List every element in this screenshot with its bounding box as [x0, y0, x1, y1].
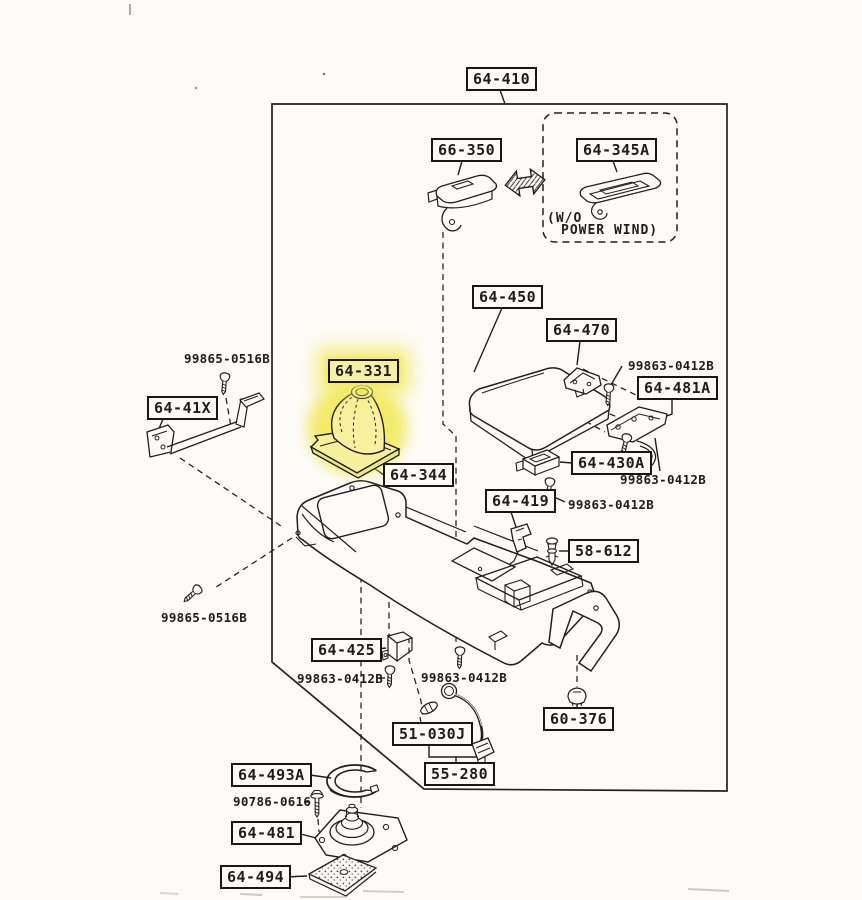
frame-border: [271, 89, 728, 792]
fastener-label-99863-0412b-5: 99863-0412B: [421, 670, 508, 685]
shifter-base-64-481-drawing: [314, 803, 408, 863]
fastener-label-90786-0616: 90786-0616: [233, 794, 312, 809]
bracket-64-41x-drawing: [146, 392, 265, 458]
fastener-label-99865-0516b-1: 99865-0516B: [184, 351, 271, 366]
part-label-64-344: 64-344: [383, 463, 455, 487]
part-label-64-345a: 64-345A: [576, 138, 657, 162]
shift-boot-64-331-drawing: [309, 384, 401, 479]
latch-64-345a-drawing: [579, 172, 662, 220]
part-label-51-030j: 51-030J: [392, 722, 473, 746]
insulator-pad-64-494-drawing: [307, 854, 378, 897]
clip-64-419-drawing: [509, 523, 532, 565]
fastener-label-99863-0412b-4: 99863-0412B: [297, 671, 384, 686]
part-label-64-425: 64-425: [311, 638, 383, 662]
part-label-64-493a: 64-493A: [231, 763, 312, 787]
part-label-64-494: 64-494: [220, 865, 292, 889]
part-label-64-419: 64-419: [485, 489, 557, 513]
option-dashed-box: [542, 112, 678, 243]
latch-64-430a-drawing: [515, 449, 561, 477]
snap-ring-64-493a-drawing: [326, 764, 380, 798]
console-body-drawing: [295, 479, 620, 673]
part-label-60-376: 60-376: [543, 707, 615, 731]
scan-artifacts: [129, 4, 730, 898]
part-label-64-331-highlighted: 64-331: [328, 359, 400, 383]
part-label-64-470: 64-470: [546, 318, 618, 342]
screw-icon: [453, 646, 466, 670]
fastener-label-99865-0516b-2: 99865-0516B: [161, 610, 248, 625]
option-note-line1: (W/O: [547, 211, 583, 226]
bulb-51-030j-drawing: [420, 701, 438, 715]
fastener-label-99863-0412b-1: 99863-0412B: [628, 358, 715, 373]
pushpin-58-612-drawing: [545, 537, 559, 567]
screw-icon: [218, 371, 231, 396]
screw-icon: [383, 665, 396, 689]
part-label-64-481: 64-481: [231, 821, 303, 845]
fastener-label-99863-0412b-3: 99863-0412B: [568, 497, 655, 512]
fastener-label-99863-0412b-2: 99863-0412B: [620, 472, 707, 487]
part-label-64-481a: 64-481A: [637, 376, 718, 400]
grommet-60-376-drawing: [567, 687, 587, 707]
part-label-58-612: 58-612: [568, 539, 640, 563]
part-label-64-41x: 64-41X: [147, 396, 219, 420]
screw-icon: [180, 582, 205, 606]
part-label-64-430a: 64-430A: [571, 451, 652, 475]
part-label-64-450: 64-450: [472, 285, 544, 309]
bolt-icon: [310, 789, 324, 818]
relay-64-425-drawing: [381, 631, 414, 663]
latch-66-350-drawing: [427, 174, 498, 232]
hinge-64-470-drawing: [563, 367, 602, 398]
swap-arrow-icon: [504, 167, 546, 198]
option-note-line2: POWER WIND): [561, 223, 659, 238]
part-label-66-350: 66-350: [431, 138, 503, 162]
part-label-55-280: 55-280: [424, 762, 496, 786]
part-label-64-410: 64-410: [466, 67, 538, 91]
